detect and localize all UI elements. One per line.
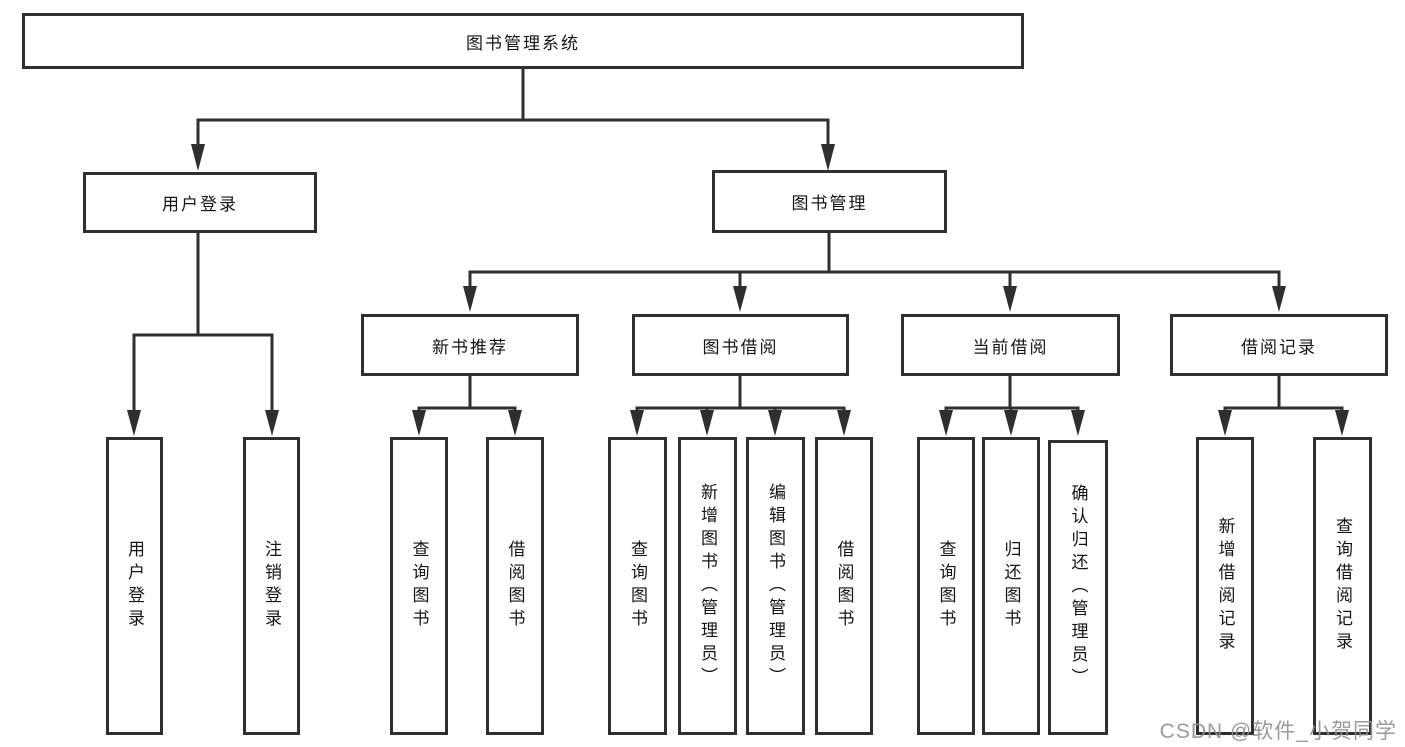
node-book-borrow: 图书借阅 <box>632 314 849 376</box>
leaf-records-add-record: 新增借阅记录 <box>1196 437 1254 735</box>
node-current-borrow: 当前借阅 <box>901 314 1120 376</box>
node-borrow-records-label: 借阅记录 <box>1241 337 1317 357</box>
arrowheads <box>127 144 1349 436</box>
leaf-current-query-books: 查询图书 <box>917 437 975 735</box>
connector-recommend <box>417 374 517 416</box>
watermark: CSDN @软件_小贺同学 <box>1159 720 1397 743</box>
node-root-label: 图书管理系统 <box>466 33 580 53</box>
connector-current <box>944 374 1080 416</box>
node-book-management: 图书管理 <box>712 170 947 233</box>
leaf-user-login: 用户登录 <box>106 437 163 735</box>
leaf-borrow-edit-books-admin: 编辑图书（管理员） <box>746 437 805 735</box>
leaf-logout: 注销登录 <box>243 437 300 735</box>
node-book-management-label: 图书管理 <box>791 194 868 213</box>
leaf-borrow-add-books-admin: 新增图书（管理员） <box>678 437 737 735</box>
leaf-borrow-query-books: 查询图书 <box>608 437 667 735</box>
node-user-login: 用户登录 <box>83 172 317 233</box>
connector-user-login <box>132 231 274 414</box>
node-new-book-recommend-label: 新书推荐 <box>432 337 508 357</box>
node-new-book-recommend: 新书推荐 <box>361 314 579 376</box>
leaf-current-return-books: 归还图书 <box>982 437 1040 735</box>
connector-borrow <box>635 374 846 416</box>
leaf-recommend-borrow-books: 借阅图书 <box>486 437 544 735</box>
node-root: 图书管理系统 <box>22 13 1024 69</box>
leaf-current-confirm-return-admin: 确认归还（管理员） <box>1048 440 1108 735</box>
node-book-borrow-label: 图书借阅 <box>702 337 779 357</box>
connector-book-mgmt <box>468 231 1281 292</box>
leaf-recommend-query-books: 查询图书 <box>390 437 448 735</box>
node-user-login-label: 用户登录 <box>162 195 238 214</box>
node-borrow-records: 借阅记录 <box>1170 314 1388 376</box>
node-current-borrow-label: 当前借阅 <box>972 337 1049 357</box>
leaf-borrow-borrow-books: 借阅图书 <box>815 437 873 735</box>
connector-records <box>1223 374 1344 416</box>
leaf-records-query-record: 查询借阅记录 <box>1313 437 1372 735</box>
connector-root <box>196 67 830 150</box>
